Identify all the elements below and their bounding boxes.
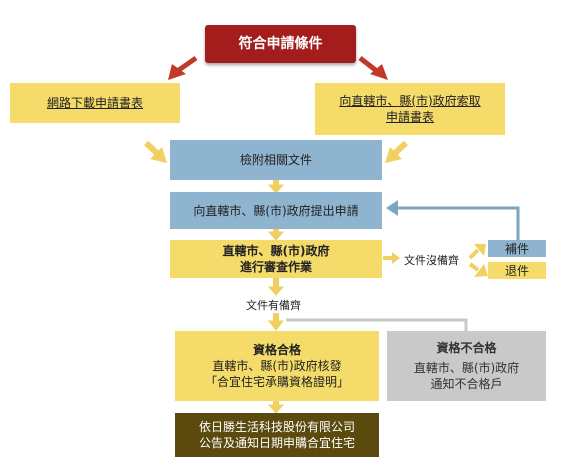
yellow-arrow-right (385, 140, 409, 163)
submit-application-box: 向直轄市、縣(市)政府提出申請 (170, 192, 382, 229)
eligibility-title: 符合申請條件 (205, 25, 356, 63)
download-forms-box: 網路下載申請書表 (10, 83, 180, 123)
review-box: 直轄市、縣(市)政府 進行審查作業 (170, 240, 382, 278)
final-purchase-box: 依日勝生活科技股份有限公司 公告及通知日期申購合宜住宅 (175, 413, 379, 457)
obtain-forms-box: 向直轄市、縣(市)政府索取 申請書表 (315, 83, 505, 135)
unqualified-box: 資格不合格 直轄市、縣(市)政府 通知不合格戶 (387, 331, 546, 401)
unqualified-title: 資格不合格 (436, 341, 497, 355)
supplement-box: 補件 (488, 240, 546, 257)
final-line-2: 公告及通知日期申購合宜住宅 (198, 436, 355, 450)
qualified-line-1: 直轄市、縣(市)政府核發 (212, 359, 342, 373)
qualified-line-2: 「合宜住宅承購資格證明」 (204, 375, 349, 389)
final-line-1: 依日勝生活科技股份有限公司 (198, 420, 355, 434)
down-arrows (267, 180, 285, 414)
attach-documents-box: 檢附相關文件 (170, 140, 382, 180)
red-arrow-left (168, 55, 198, 80)
docs-incomplete-label: 文件沒備齊 (404, 254, 459, 267)
resubmit-arrowhead (386, 200, 398, 216)
red-arrow-right (358, 56, 388, 80)
unqualified-line-2: 通知不合格戶 (430, 377, 503, 391)
docs-complete-label: 文件有備齊 (246, 299, 301, 312)
qualified-title: 資格合格 (252, 343, 301, 357)
return-box: 退件 (488, 262, 546, 279)
unqualified-connector (286, 318, 468, 331)
review-line-2: 進行審查作業 (239, 260, 312, 274)
qualified-box: 資格合格 直轄市、縣(市)政府核發 「合宜住宅承購資格證明」 (175, 331, 379, 401)
review-line-1: 直轄市、縣(市)政府 (222, 244, 330, 258)
incomplete-arrows (383, 244, 488, 277)
yellow-arrow-left (143, 140, 167, 163)
resubmit-connector (396, 206, 520, 240)
unqualified-line-1: 直轄市、縣(市)政府 (413, 361, 520, 375)
